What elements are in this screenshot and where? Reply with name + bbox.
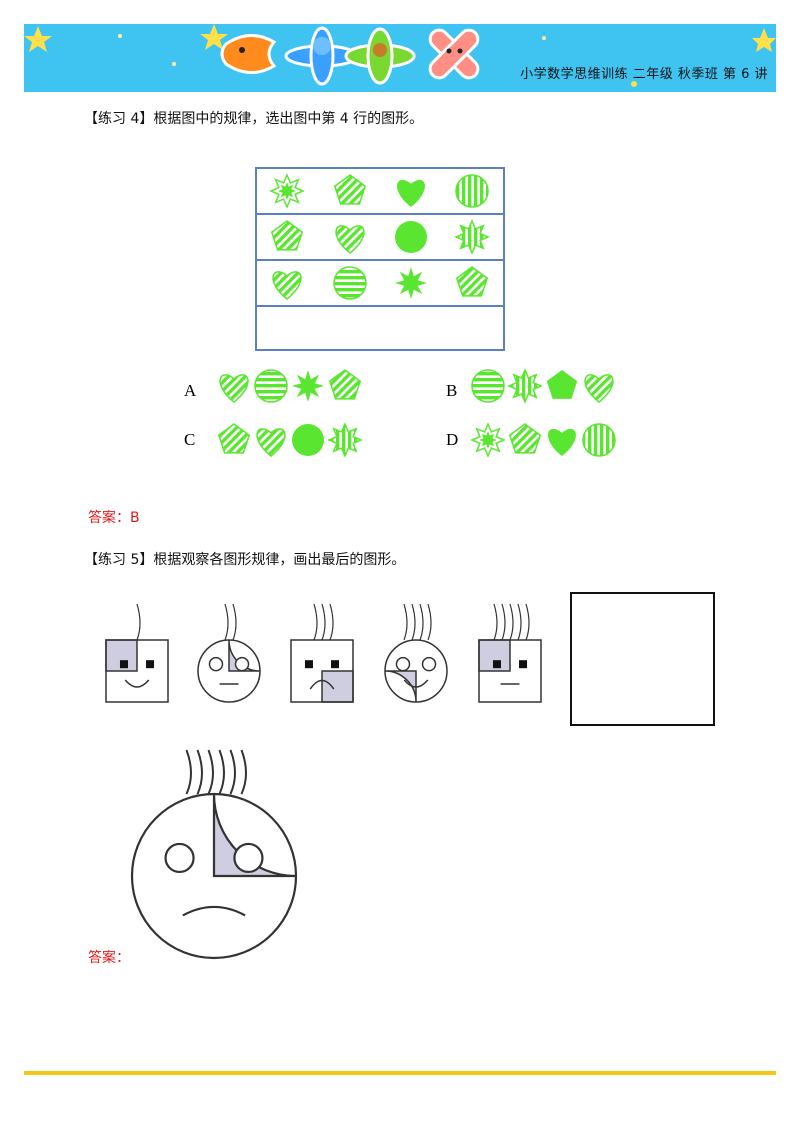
circle-striped-vertical-icon (582, 423, 616, 457)
option-c-letter: C (184, 430, 195, 449)
answer-face-drawing (130, 749, 298, 960)
shaded-quadrant (321, 670, 354, 703)
header-banner (24, 24, 776, 92)
hair-strands (403, 603, 432, 641)
star-burst-striped-icon (507, 368, 543, 404)
mouth-smile (403, 679, 429, 688)
face-outline (130, 792, 298, 960)
heart-solid-icon (548, 428, 576, 456)
eye-left (395, 656, 411, 672)
star-icon (752, 28, 776, 52)
face-square-1-hairs (105, 603, 169, 703)
rule-table (255, 167, 505, 351)
header-decoration (24, 24, 776, 87)
face-outline (478, 639, 542, 703)
face-sequence (105, 603, 542, 703)
mouth-frown (182, 905, 246, 917)
footer-line (24, 1071, 776, 1075)
plus-symbol-icon (284, 26, 360, 86)
face-circle-2-hairs (197, 603, 261, 703)
circle-striped-vertical-icon (455, 174, 489, 208)
heart-striped-icon (584, 374, 614, 403)
exercise5-prompt: 【练习 5】根据观察各图形规律，画出最后的图形。 (84, 552, 406, 568)
eye-right (234, 656, 250, 672)
face-square-3-hairs (290, 603, 354, 703)
eye-left (164, 842, 195, 874)
shaded-quadrant (384, 670, 417, 703)
heart-striped-icon (256, 428, 286, 457)
option-b-letter: B (446, 381, 457, 400)
star-solid-icon (395, 267, 427, 299)
exercise4-prompt: 【练习 4】根据图中的规律，选出图中第 4 行的图形。 (84, 111, 424, 127)
grid-shapes (269, 173, 490, 300)
star-dot (172, 62, 176, 66)
option-shapes (217, 368, 616, 458)
star-burst-striped-icon (327, 422, 363, 458)
heart-striped-icon (272, 271, 302, 300)
hair-strands (493, 603, 530, 641)
exercise4-figure: A B C D (184, 167, 616, 458)
eye-right (519, 660, 528, 669)
star-solid-icon (292, 370, 324, 402)
exercise5-figure (105, 592, 715, 960)
heart-solid-icon (397, 179, 425, 207)
option-a-letter: A (184, 381, 197, 400)
face-square-5-hairs (478, 603, 542, 703)
divide-symbol-icon (344, 27, 416, 85)
pentagon-striped-icon (333, 174, 367, 205)
pentagon-striped-icon (508, 423, 542, 454)
pentagon-striped-icon (270, 220, 304, 251)
blank-answer-box (570, 592, 715, 726)
circle-striped-icon (471, 369, 505, 403)
pentagon-striped-icon (217, 423, 251, 454)
eye-right (233, 842, 264, 874)
eye-left (304, 660, 313, 669)
mouth-smile (124, 679, 150, 688)
face-outline (290, 639, 354, 703)
heart-striped-icon (335, 225, 365, 254)
circle-striped-icon (333, 266, 367, 300)
eye-left (119, 660, 128, 669)
pentagon-solid-icon (546, 370, 578, 399)
eye-left (492, 660, 501, 669)
pentagon-striped-icon (455, 266, 489, 297)
exercise5-answer: 答案： (88, 950, 130, 966)
face-circle-4-hairs (384, 603, 448, 703)
hair-strands (313, 603, 334, 641)
exercise4-answer: 答案：B (88, 510, 140, 526)
eye-left (208, 656, 224, 672)
multiply-symbol-icon (428, 28, 480, 80)
star-burst-icon (269, 173, 305, 209)
face-outline (197, 639, 261, 703)
circle-solid-icon (292, 424, 324, 456)
star-icon (24, 26, 52, 52)
header-title: 小学数学思维训练 二年级 秋季班 第 6 讲 (520, 67, 768, 82)
hair-strands (185, 749, 247, 795)
star-dot (631, 81, 637, 87)
hair-strands (224, 603, 237, 641)
pentagon-striped-icon (328, 369, 362, 400)
circle-striped-icon (254, 369, 288, 403)
eye-right (331, 660, 340, 669)
face-outline (105, 639, 169, 703)
option-d-letter: D (446, 430, 458, 449)
hair-strands (136, 603, 141, 641)
star-burst-icon (470, 422, 506, 458)
star-dot (118, 34, 122, 38)
star-icon (200, 24, 228, 50)
face-circle-6-hairs (130, 749, 298, 960)
eye-right (146, 660, 155, 669)
star-burst-striped-icon (454, 219, 490, 255)
circle-solid-icon (395, 221, 427, 253)
heart-striped-icon (219, 374, 249, 403)
face-outline (384, 639, 448, 703)
star-dot (542, 36, 546, 40)
mouth-frown (309, 679, 335, 690)
eye-right (421, 656, 437, 672)
minus-symbol-icon (220, 34, 277, 74)
